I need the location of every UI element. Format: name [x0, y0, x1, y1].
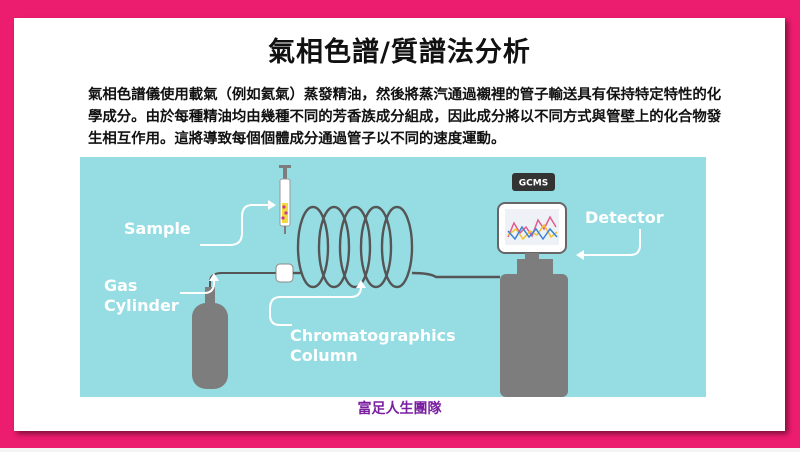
column-arrow-icon — [269, 280, 366, 326]
detector-arrow-icon — [576, 229, 641, 260]
bottom-bar — [0, 448, 800, 452]
detector-body — [500, 259, 568, 397]
gas-cylinder-icon — [192, 287, 228, 389]
gas-arrow-icon — [180, 273, 219, 294]
sample-arrow-icon — [200, 200, 276, 246]
syringe-icon — [279, 165, 291, 234]
monitor-icon — [497, 202, 567, 259]
cylinder-label: Cylinder — [104, 296, 179, 315]
gcms-diagram: GCMS Sample Gas Cylinder Detector Chroma… — [80, 157, 706, 397]
gas-line — [209, 272, 280, 287]
gcms-badge — [512, 173, 555, 191]
slide-paragraph: 氣相色譜儀使用載氣（例如氦氣）蒸發精油，然後將蒸汽通過襯裡的管子輸送具有保持特定… — [88, 87, 722, 147]
team-footer: 富足人生團隊 — [357, 401, 442, 417]
slide: 氣相色譜/質譜法分析 氣相色譜儀使用載氣（例如氦氣）蒸發精油，然後將蒸汽通過襯裡… — [14, 18, 785, 431]
coil-column-icon — [293, 205, 500, 289]
gas-label: Gas — [104, 276, 137, 295]
slide-title: 氣相色譜/質譜法分析 — [268, 37, 531, 68]
injector-port — [275, 263, 294, 283]
chromatographics-label: Chromatographics — [290, 326, 456, 345]
sample-label: Sample — [124, 219, 191, 238]
detector-label: Detector — [585, 208, 664, 227]
gcms-badge-label: GCMS — [519, 179, 548, 189]
gcms-diagram-svg: GCMS Sample Gas Cylinder Detector Chroma… — [104, 165, 664, 397]
column-label: Column — [290, 346, 358, 365]
